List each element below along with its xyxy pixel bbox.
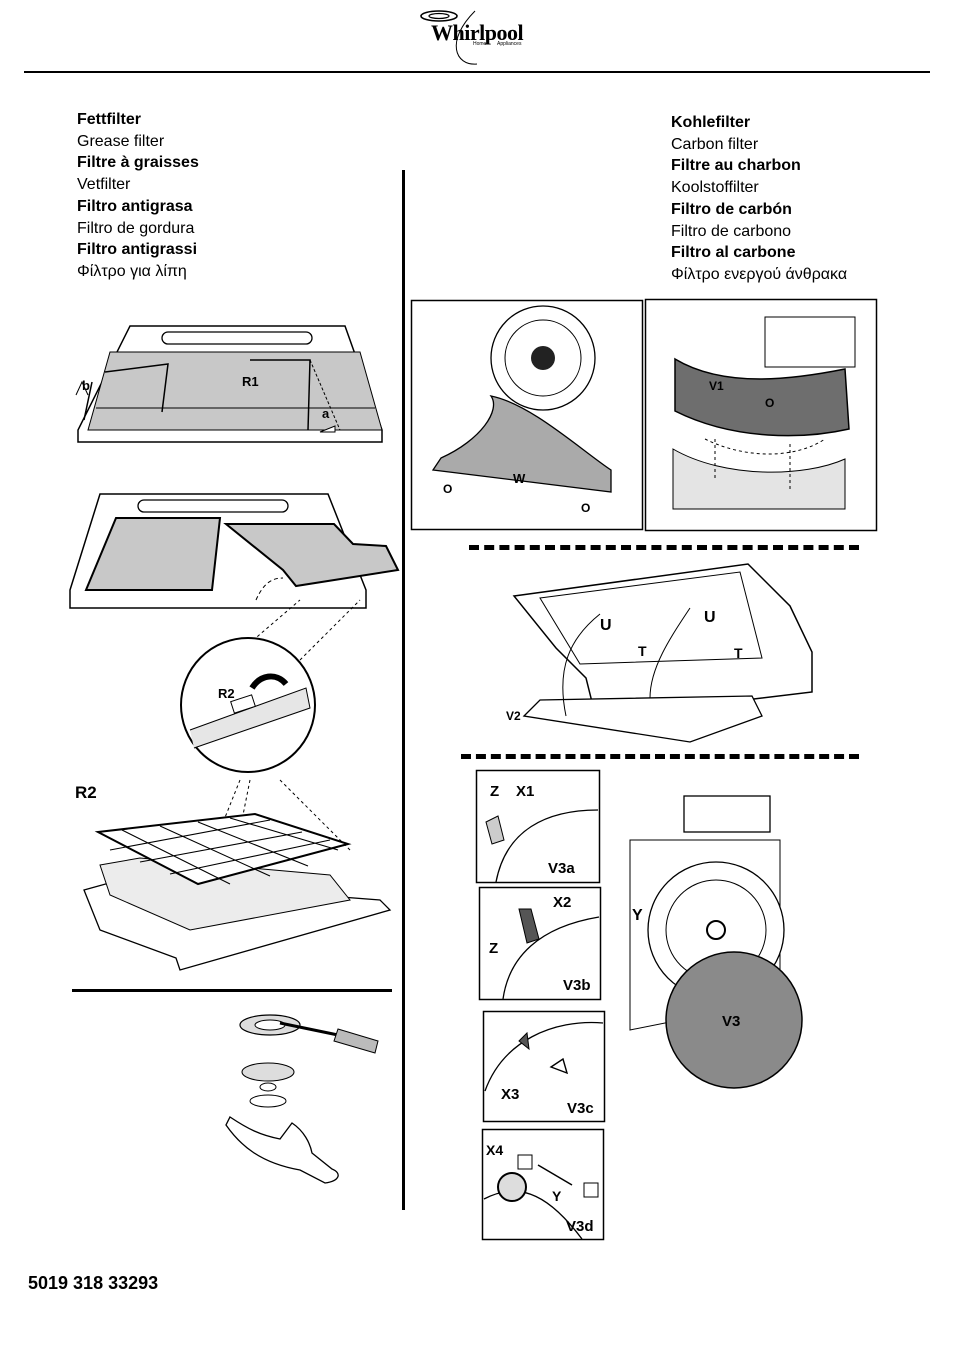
label-v3b: V3b [563, 977, 591, 994]
label-v3a: V3a [548, 860, 575, 877]
title-line: Carbon filter [671, 135, 759, 153]
grease-filter-mesh-figure [83, 779, 392, 971]
detail-v3a: Z X1 V3a [475, 769, 601, 884]
label-x2: X2 [553, 894, 571, 911]
lock-closed-icon [517, 1154, 533, 1170]
label-v2: V2 [506, 709, 521, 723]
title-line: Φίλτρο ενεργού άνθρακα [671, 265, 848, 283]
title-line: Filtro de gordura [77, 219, 195, 237]
column-divider [402, 170, 405, 1210]
r2-zoom-detail: R2 [180, 599, 361, 773]
grease-filter-removal-figure [69, 493, 400, 609]
label-b: b [82, 378, 90, 393]
whirlpool-swirl-icon [420, 10, 478, 65]
label-u-right: U [704, 609, 716, 626]
label-x3: X3 [501, 1086, 519, 1103]
label-x4: X4 [486, 1142, 503, 1158]
carbon-filter-w-figure: O W O [410, 299, 644, 531]
label-o-right: O [581, 501, 590, 515]
dashed-separator-1 [469, 545, 859, 550]
label-v3d: V3d [566, 1218, 594, 1235]
label-u-left: U [600, 617, 612, 634]
label-r2-zoom: R2 [218, 686, 235, 701]
label-v1: V1 [709, 379, 724, 393]
label-o-v1: O [765, 396, 774, 410]
hood-v2-figure: U U T T V2 [506, 563, 813, 743]
label-z-v3b: Z [489, 940, 498, 957]
title-line: Filtre au charbon [671, 157, 801, 175]
title-line: Kohlefilter [671, 114, 751, 131]
motor-v3-figure: Y V3 [629, 795, 803, 1089]
label-t-right: T [734, 645, 743, 661]
screwdriver-icon [333, 1028, 379, 1054]
title-line: Filtro al carbone [671, 244, 796, 262]
document-code: 5019 318 33293 [28, 1273, 159, 1293]
carbon-filter-v1-figure: V1 O [644, 298, 878, 532]
title-line: Φίλτρο για λίπη [77, 262, 187, 280]
brand-sub-right: Appliances [497, 41, 522, 47]
label-a: a [322, 406, 330, 421]
title-line: Filtro de carbono [671, 222, 792, 240]
dashed-separator-2 [461, 754, 859, 759]
detail-v3c: X3 V3c [482, 1010, 606, 1123]
grease-filter-r1-figure: R1 a b [75, 325, 383, 443]
label-o-left: O [443, 482, 452, 496]
lock-open-icon [583, 1182, 599, 1198]
label-v3c: V3c [567, 1100, 594, 1117]
title-line: Koolstoffilter [671, 179, 759, 197]
brand-logo: Whirlpool Home Appliances [415, 6, 540, 66]
detail-v3d: X4 Y V3d [481, 1128, 605, 1241]
title-line: Filtro antigrassi [77, 241, 198, 259]
detail-v3b: X2 Z V3b [478, 886, 602, 1001]
label-r2-section: R2 [75, 783, 97, 802]
label-z-v3a: Z [490, 783, 499, 800]
title-line: Fettfilter [77, 111, 141, 128]
label-r1: R1 [242, 374, 259, 389]
hand-icon [225, 1116, 339, 1184]
title-line: Grease filter [77, 132, 165, 150]
label-t-left: T [638, 643, 647, 659]
label-v3: V3 [722, 1013, 740, 1030]
label-x1: X1 [516, 783, 534, 800]
section-rule-left [72, 989, 392, 992]
title-line: Vetfilter [77, 176, 131, 194]
label-y-v3d: Y [552, 1188, 562, 1204]
brand-sub-left: Home [473, 41, 487, 47]
title-line: Filtre à graisses [77, 154, 199, 172]
label-w: W [513, 471, 526, 486]
header-rule [24, 71, 930, 73]
title-line: Filtro antigrasa [77, 197, 193, 215]
knob-removal-figure [225, 1014, 379, 1184]
brand-name: Whirlpool [431, 20, 524, 45]
label-y-motor: Y [632, 907, 643, 924]
title-line: Filtro de carbón [671, 200, 792, 218]
